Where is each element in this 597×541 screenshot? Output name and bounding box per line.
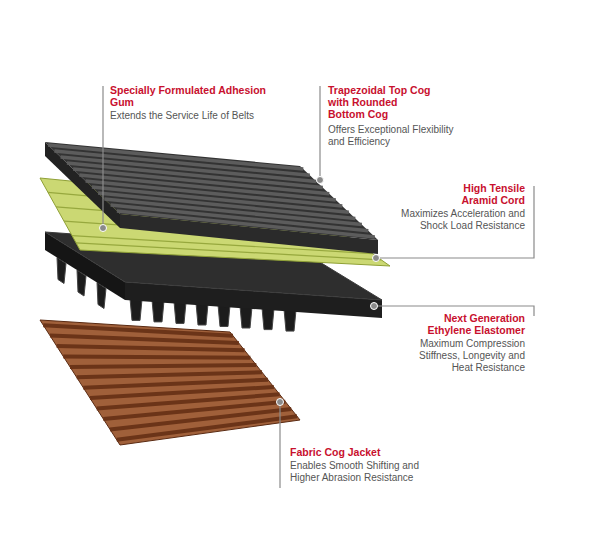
fabric-base [40, 320, 300, 445]
callout-text: Maximizes Acceleration and Shock Load Re… [395, 208, 525, 232]
callout-text: Maximum Compression Stiffness, Longevity… [405, 338, 525, 374]
callout-heading: High Tensile Aramid Cord [450, 182, 525, 206]
callout-heading: Specially Formulated Adhesion Gum [110, 84, 270, 108]
top-cog-layer [45, 142, 378, 254]
leader-dots [100, 177, 380, 406]
callout-text: Extends the Service Life of Belts [110, 110, 280, 122]
leader-lines [103, 86, 534, 488]
callout-text: Offers Exceptional Flexibility and Effic… [328, 124, 468, 148]
callout-heading: Trapezoidal Top Cog with Rounded Bottom … [328, 84, 433, 120]
fabric-jacket [40, 320, 300, 445]
fabric-ridges [43, 325, 297, 440]
callout-text: Enables Smooth Shifting and Higher Abras… [290, 460, 425, 484]
callout-heading: Fabric Cog Jacket [290, 446, 440, 458]
callout-heading: Next Generation Ethylene Elastomer [425, 312, 525, 336]
